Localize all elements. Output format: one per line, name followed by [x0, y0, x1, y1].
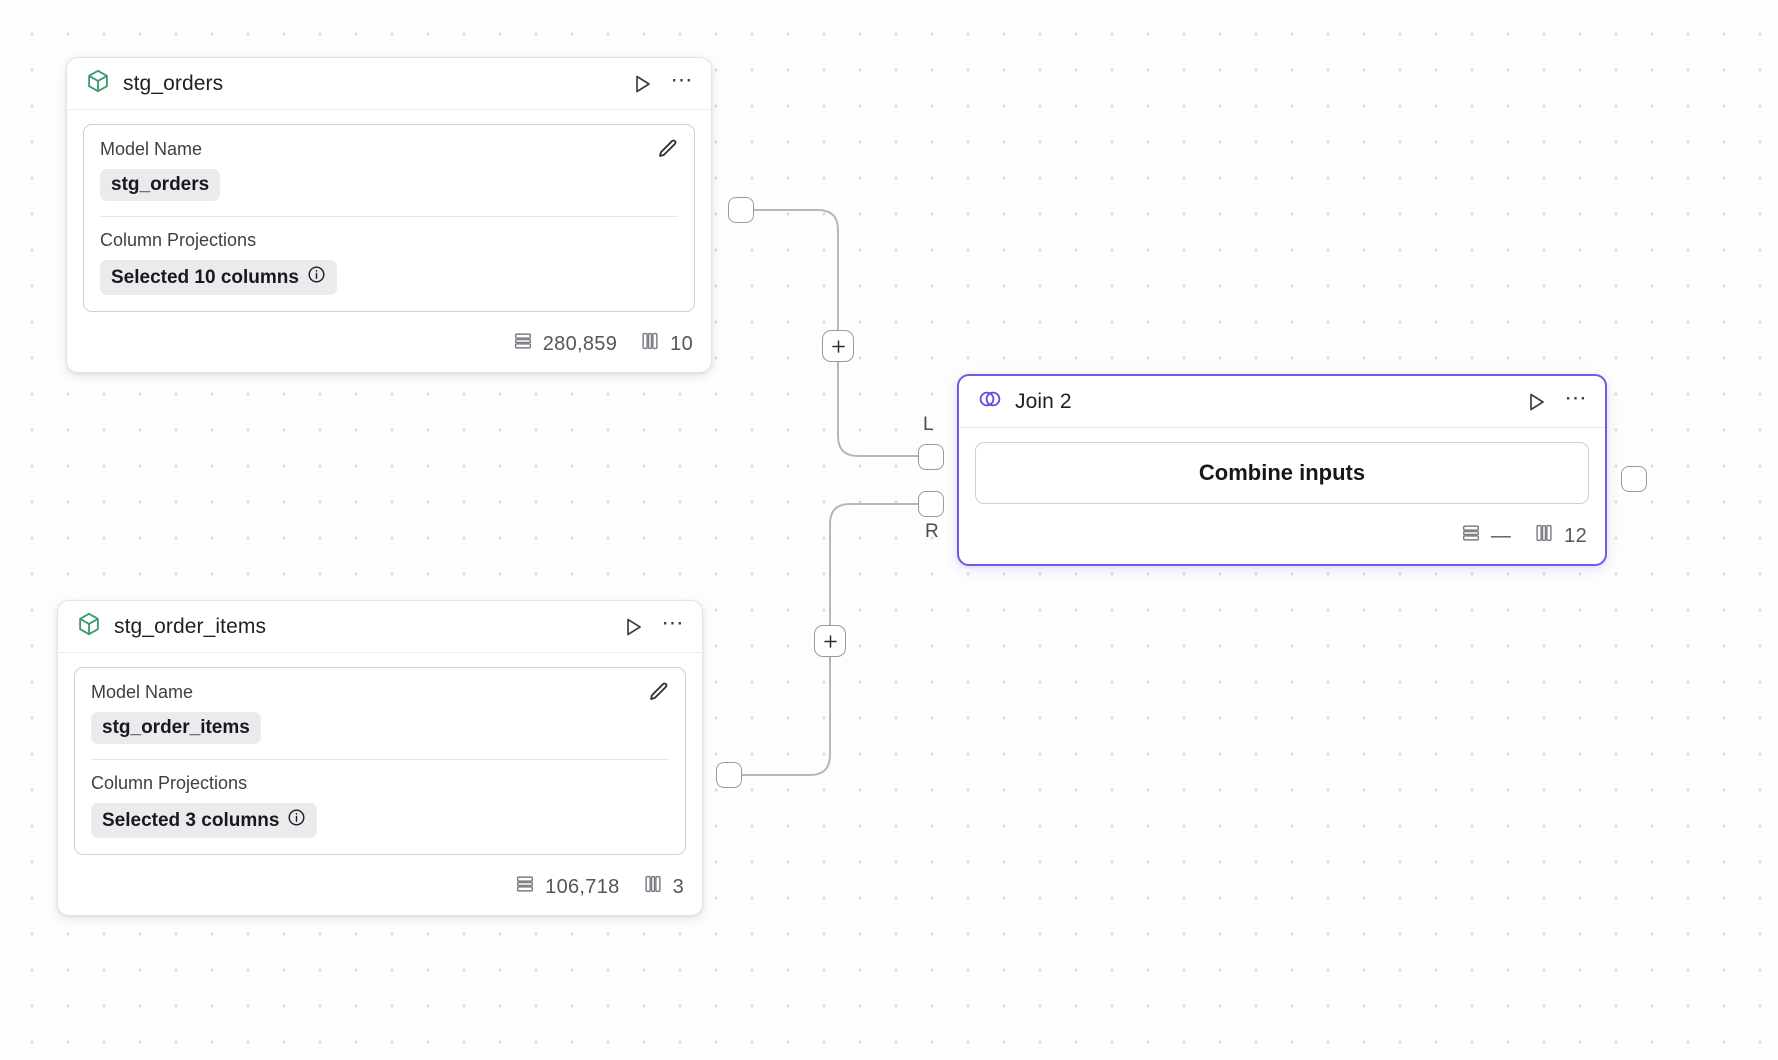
- more-options-button[interactable]: ⋯: [1564, 384, 1588, 410]
- column-projections-chip[interactable]: Selected 3 columns: [91, 803, 318, 838]
- output-port-join-2[interactable]: [1621, 466, 1647, 492]
- columns-metric: 10: [639, 330, 693, 358]
- combine-inputs-button[interactable]: Combine inputs: [975, 442, 1589, 504]
- cube-icon: [76, 611, 102, 642]
- rows-metric: —: [1460, 522, 1511, 550]
- rows-icon: [512, 330, 534, 358]
- output-port-stg-order-items[interactable]: [716, 762, 742, 788]
- columns-value: 3: [672, 875, 684, 898]
- model-name-label: Model Name: [100, 139, 203, 159]
- model-name-value: stg_orders: [111, 174, 210, 195]
- input-port-right[interactable]: [918, 491, 944, 517]
- column-projections-chip[interactable]: Selected 10 columns: [100, 260, 337, 295]
- add-node-button-top[interactable]: [822, 330, 854, 362]
- rows-icon: [514, 873, 536, 901]
- more-options-button[interactable]: ⋯: [670, 66, 694, 92]
- column-projections-value: Selected 3 columns: [102, 809, 280, 831]
- input-port-left[interactable]: [918, 444, 944, 470]
- node-header: stg_order_items ⋯: [58, 601, 702, 653]
- run-button[interactable]: [1523, 389, 1549, 415]
- node-footer: — 12: [959, 514, 1605, 564]
- columns-metric: 12: [1533, 522, 1587, 550]
- model-name-value: stg_order_items: [102, 717, 250, 738]
- node-body: Model Name stg_orders Column Projections…: [67, 110, 711, 322]
- edit-pencil-icon[interactable]: [655, 137, 680, 167]
- node-join-2[interactable]: Join 2 ⋯ Combine inputs: [957, 374, 1607, 566]
- columns-icon: [639, 330, 661, 358]
- node-title: stg_order_items: [114, 614, 267, 638]
- node-body: Model Name stg_order_items Column Projec…: [58, 653, 702, 865]
- columns-metric: 3: [642, 873, 684, 901]
- column-projections-value: Selected 10 columns: [111, 266, 299, 288]
- rows-value: 280,859: [542, 332, 618, 355]
- rows-value: 106,718: [545, 875, 620, 898]
- column-projections-label: Column Projections: [91, 773, 248, 793]
- rows-value: —: [1490, 524, 1512, 547]
- input-port-right-label: R: [925, 521, 939, 542]
- config-box: Model Name stg_order_items Column Projec…: [74, 667, 686, 855]
- config-box: Model Name stg_orders Column Projections…: [83, 124, 695, 312]
- cube-icon: [85, 68, 111, 99]
- node-stg-orders[interactable]: stg_orders ⋯ Model Name st: [66, 57, 712, 373]
- venn-icon: [977, 386, 1003, 417]
- node-footer: 106,718 3: [58, 865, 702, 915]
- node-title: Join 2: [1015, 389, 1072, 413]
- rows-icon: [1460, 522, 1482, 550]
- column-projections-label: Column Projections: [100, 230, 257, 250]
- output-port-stg-orders[interactable]: [728, 197, 754, 223]
- columns-value: 10: [670, 332, 693, 355]
- columns-icon: [1533, 522, 1555, 550]
- model-name-chip[interactable]: stg_order_items: [91, 712, 261, 744]
- info-icon[interactable]: [307, 265, 326, 290]
- more-options-button[interactable]: ⋯: [661, 609, 685, 635]
- rows-metric: 280,859: [512, 330, 617, 358]
- info-icon[interactable]: [287, 808, 306, 833]
- columns-icon: [642, 873, 664, 901]
- node-header: Join 2 ⋯: [959, 376, 1605, 428]
- node-footer: 280,859 10: [67, 322, 711, 372]
- node-title: stg_orders: [123, 71, 224, 95]
- model-name-label: Model Name: [91, 682, 194, 702]
- node-body: Combine inputs: [959, 428, 1605, 514]
- edit-pencil-icon[interactable]: [646, 680, 671, 710]
- rows-metric: 106,718: [514, 873, 619, 901]
- node-header: stg_orders ⋯: [67, 58, 711, 110]
- run-button[interactable]: [629, 71, 655, 97]
- add-node-button-bottom[interactable]: [814, 625, 846, 657]
- field-divider: [100, 216, 678, 217]
- columns-value: 12: [1564, 524, 1587, 547]
- field-divider: [91, 759, 669, 760]
- input-port-left-label: L: [923, 414, 934, 435]
- node-stg-order-items[interactable]: stg_order_items ⋯ Model Name: [57, 600, 703, 916]
- model-name-chip[interactable]: stg_orders: [100, 169, 221, 201]
- run-button[interactable]: [620, 614, 646, 640]
